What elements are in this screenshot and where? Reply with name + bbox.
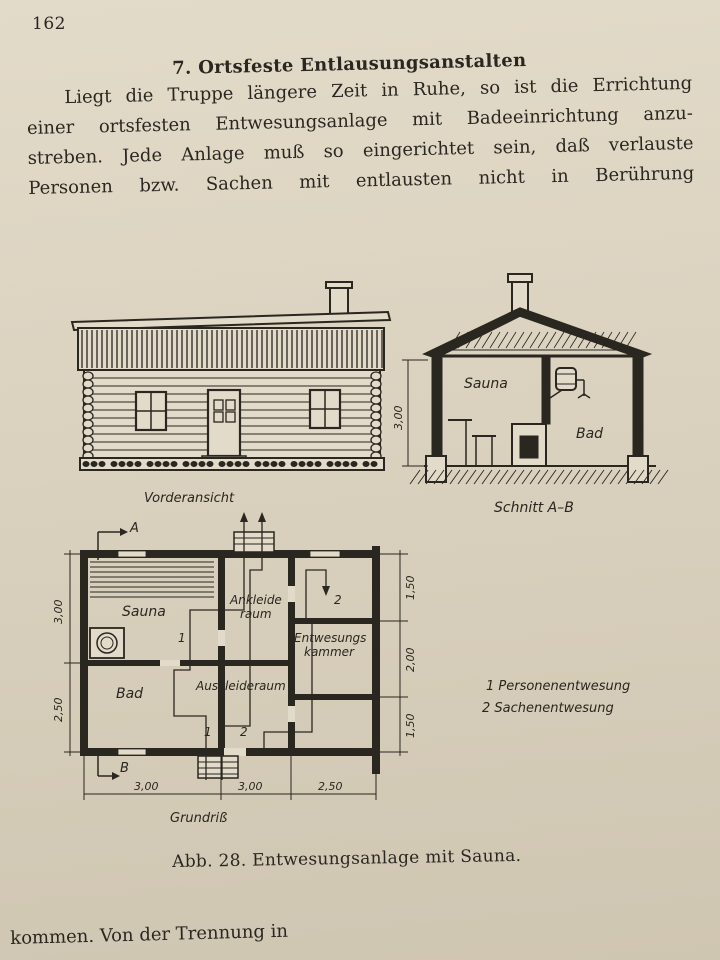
- front-view-label: Vorderansicht: [144, 491, 235, 506]
- room-entwesung-label-2: kammer: [304, 645, 355, 659]
- flow-number: 1: [204, 725, 212, 739]
- plan-label: Grundriß: [170, 811, 227, 826]
- section-bath-label: Bad: [576, 426, 603, 442]
- flow-number: 2: [240, 725, 248, 739]
- floor-plan-drawing: [64, 512, 408, 800]
- dimension-left: 2,50: [52, 698, 65, 723]
- section-ab-drawing: [402, 273, 669, 485]
- flow-number: 2: [334, 593, 342, 607]
- section-sauna-label: Sauna: [464, 376, 508, 392]
- dimension-left: 3,00: [52, 600, 65, 625]
- dimension-right: 1,50: [404, 576, 417, 601]
- page-number: 162: [32, 14, 66, 34]
- dimension-right: 1,50: [404, 714, 417, 739]
- room-bad-label: Bad: [116, 686, 143, 702]
- figure-caption: Abb. 28. Entwesungsanlage mit Sauna.: [172, 845, 522, 872]
- dimension-bottom: 3,00: [238, 780, 263, 793]
- room-auskleide-label: Auskleideraum: [195, 679, 286, 693]
- plan-marker-a: A: [129, 521, 139, 536]
- room-sauna-label: Sauna: [122, 604, 166, 620]
- plan-marker-b: B: [120, 761, 129, 776]
- front-view-drawing: [70, 281, 392, 471]
- section-height-dimension: 3,00: [392, 406, 405, 431]
- room-entwesung-label: Entwesungs: [294, 631, 366, 645]
- legend-personenentwesung: 1 Personenentwesung: [486, 679, 630, 694]
- dimension-bottom: 2,50: [318, 780, 343, 793]
- dimension-right: 2,00: [404, 648, 417, 673]
- body-paragraph: Liegt die Truppe längere Zeit in Ruhe, s…: [26, 69, 695, 204]
- room-ankleide-label: Ankleide: [229, 593, 282, 607]
- legend-sachenentwesung: 2 Sachenentwesung: [482, 701, 614, 716]
- flow-number: 1: [178, 631, 186, 645]
- dimension-bottom: 3,00: [134, 780, 159, 793]
- room-ankleide-label-2: raum: [240, 607, 272, 621]
- figure-entwesungsanlage: Vorderansicht: [50, 270, 690, 830]
- continuation-text: kommen. Von der Trennung in: [10, 920, 289, 949]
- section-label: Schnitt A–B: [494, 500, 574, 516]
- figure-drawing: Vorderansicht: [52, 273, 669, 826]
